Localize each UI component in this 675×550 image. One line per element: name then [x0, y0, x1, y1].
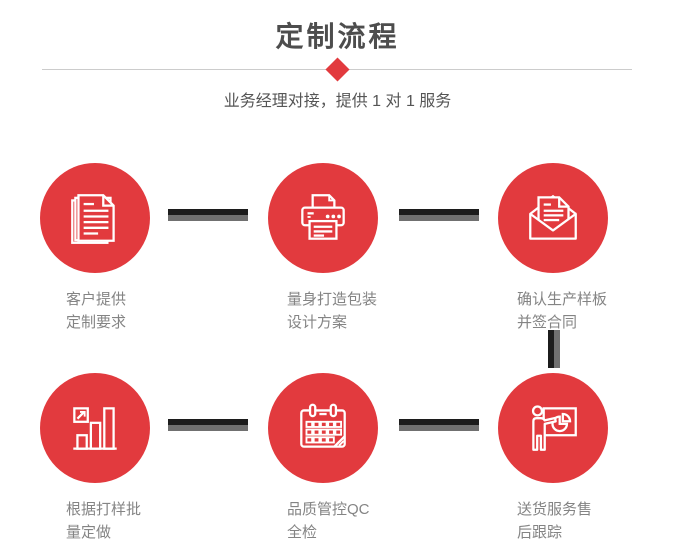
- step-label-2: 量身打造包装 设计方案: [287, 288, 377, 334]
- step-label-line: 全检: [287, 524, 318, 541]
- connector-step4-step5: [168, 419, 248, 431]
- step-circle-5: [268, 373, 378, 483]
- connector-step1-step2: [168, 209, 248, 221]
- step-label-line: 品质管控QC: [287, 501, 370, 518]
- step-label-line: 量身打造包装: [287, 291, 378, 308]
- connector-step2-step3: [399, 209, 479, 221]
- step-label-4: 根据打样批 量定做: [66, 498, 141, 544]
- envelope-icon: [522, 187, 584, 249]
- connector-step5-step6: [399, 419, 479, 431]
- page-title: 定制流程: [275, 21, 400, 52]
- step-label-5: 品质管控QC 全检: [287, 498, 370, 544]
- step-label-line: 确认生产样板: [517, 291, 608, 308]
- step-label-line: 送货服务售: [517, 501, 593, 518]
- step-circle-1: [40, 163, 150, 273]
- step-label-line: 量定做: [66, 524, 112, 541]
- bar-chart-icon: [64, 397, 126, 459]
- step-circle-3: [498, 163, 608, 273]
- step-label-line: 定制要求: [66, 314, 127, 331]
- step-label-line: 客户提供: [66, 291, 127, 308]
- step-label-1: 客户提供 定制要求: [66, 288, 126, 334]
- connector-step3-step6: [548, 330, 560, 368]
- step-circle-4: [40, 373, 150, 483]
- step-label-line: 并签合同: [517, 314, 578, 331]
- step-circle-6: [498, 373, 608, 483]
- calendar-icon: [292, 397, 354, 459]
- diamond-divider-icon: [325, 57, 350, 82]
- step-label-3: 确认生产样板 并签合同: [517, 288, 607, 334]
- step-label-6: 送货服务售 后跟踪: [517, 498, 592, 544]
- page-subtitle: 业务经理对接，提供 1 对 1 服务: [223, 93, 452, 110]
- documents-icon: [64, 187, 126, 249]
- step-circle-2: [268, 163, 378, 273]
- presentation-icon: [522, 397, 584, 459]
- printer-icon: [292, 187, 354, 249]
- step-label-line: 后跟踪: [517, 524, 563, 541]
- step-label-line: 根据打样批: [66, 501, 142, 518]
- step-label-line: 设计方案: [287, 314, 348, 331]
